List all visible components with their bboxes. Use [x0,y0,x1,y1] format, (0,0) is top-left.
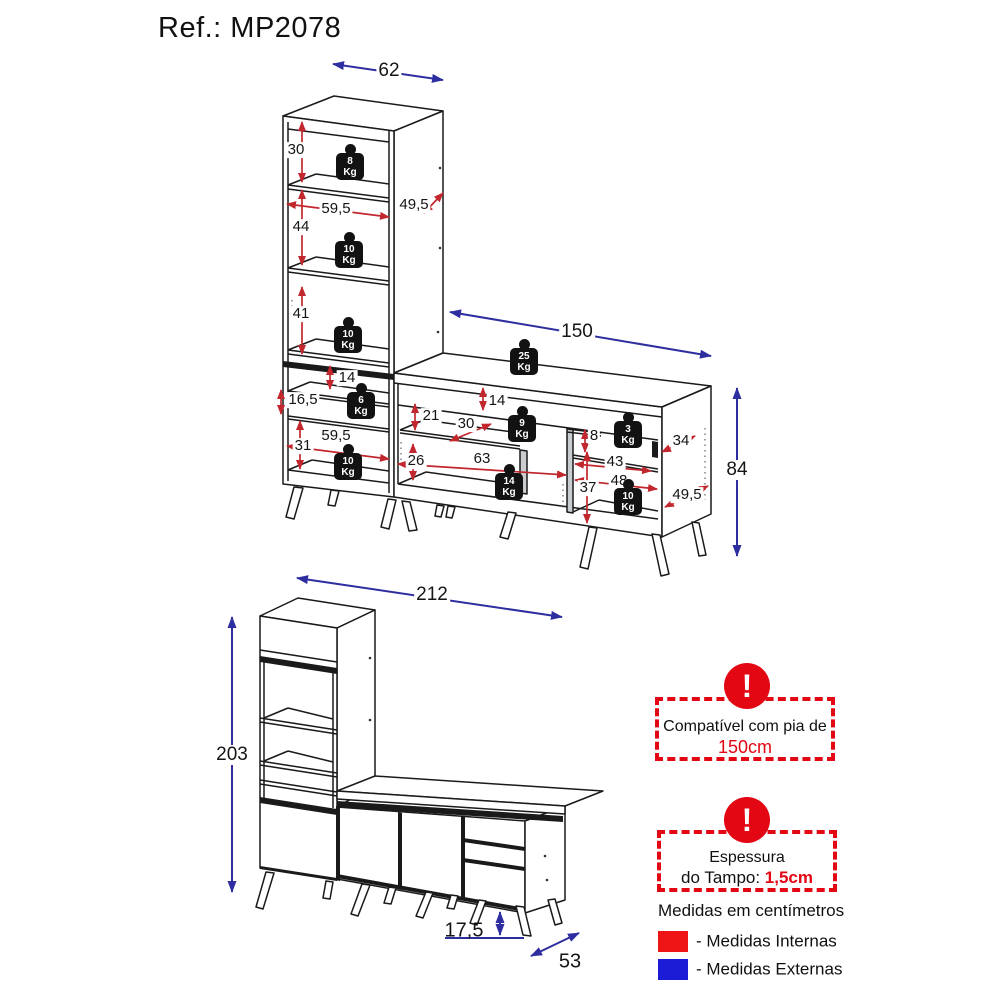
alert-exclamation-icon: ! [724,797,770,843]
dim-counter-gap-26: 26 [405,452,427,470]
alert-value: 1,5cm [764,868,813,888]
alert-text-prefix: do Tampo: [681,868,765,888]
weight-knob-icon [344,144,356,155]
dim-total-depth: 53 [558,950,582,973]
dim-total-width: 212 [414,584,450,606]
legend-internal-row: - Medidas Internas [658,931,837,953]
dim-total-height: 203 [214,744,250,766]
dim-right-gap-37: 37 [577,479,599,497]
external-measure-swatch [658,959,688,981]
alert-text: Espessura [709,849,785,866]
weight-knob-icon [343,232,355,243]
weight-knob-icon [342,317,354,328]
legend-title: Medidas em centímetros [658,901,845,920]
dim-shelf3-height: 41 [290,305,312,323]
legend-external-row: - Medidas Externas [658,959,842,981]
dim-counter-shelf-depth-30: 30 [455,415,477,433]
dim-right-gap-8: 8 [587,427,601,445]
dim-counter-height: 84 [724,459,750,481]
dim-counter-width: 150 [559,321,595,343]
alert-value: 150cm [717,737,773,758]
weight-knob-icon [622,412,634,423]
dim-inner-depth-49-5: 49,5 [670,486,704,504]
legend-internal-label: - Medidas Internas [696,931,837,951]
alert-text-line2: do Tampo: 1,5cm [661,867,833,888]
dim-gap-14-tall: 14 [336,369,358,387]
dim-counter-gap-14: 14 [486,392,508,410]
dim-inner-width-bottom: 59,5 [319,427,353,445]
alert-exclamation-icon: ! [724,663,770,709]
bottom-diagram-cabinet [255,597,604,937]
dim-door-depth-34: 34 [670,432,692,450]
dim-inner-depth-top: 49,5 [397,196,431,214]
dim-shelf2-height: 44 [290,218,312,236]
top-diagram-internal-arrows [277,121,709,524]
dim-inner-width-top: 59,5 [319,200,353,218]
dim-counter-gap-21: 21 [420,407,442,425]
weight-knob-icon [355,383,367,394]
weight-knob-icon [516,406,528,417]
dim-right-inner-43: 43 [604,453,626,471]
alert-text: Compatível com pia de [663,718,827,735]
dim-counter-inner-width-63: 63 [471,450,493,468]
dim-top-cabinet-width: 62 [376,60,402,82]
dim-gap-16-5: 16,5 [286,391,320,409]
weight-knob-icon [342,444,354,455]
internal-measure-swatch [658,931,688,953]
dim-shelf1-height: 30 [285,141,307,159]
dim-gap-31: 31 [292,437,314,455]
dim-feet-height: 17,5 [444,919,484,942]
weight-knob-icon [503,464,515,475]
top-diagram-counter [380,352,712,577]
reference-title: Ref.: MP2078 [158,12,342,44]
weight-knob-icon [622,479,634,490]
legend-external-label: - Medidas Externas [696,959,843,979]
weight-knob-icon [518,339,530,350]
